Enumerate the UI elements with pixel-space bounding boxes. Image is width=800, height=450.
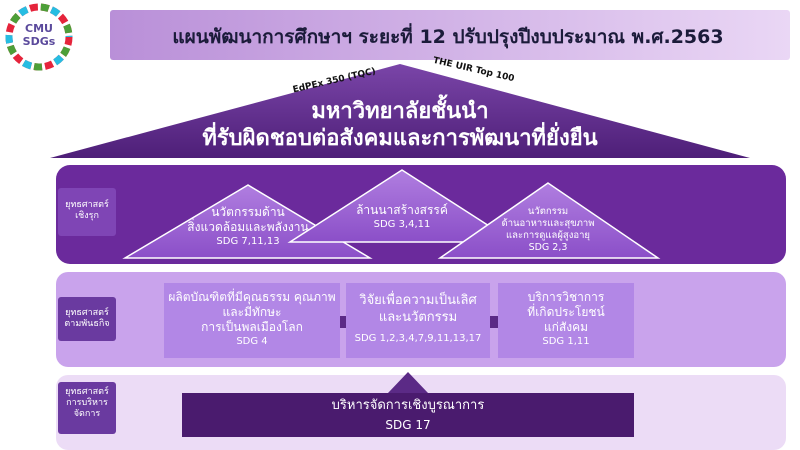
management-label: ยุทธศาสตร์ การบริหาร จัดการ: [61, 387, 113, 420]
mission-item-name: วิจัยเพื่อความเป็นเลิศ: [359, 293, 477, 308]
header-band: [110, 10, 790, 60]
proactive-item-name: และการดูแลผู้สูงอายุ: [506, 230, 590, 241]
mission-box-research: [346, 283, 490, 358]
triangle-lanna: [287, 169, 517, 243]
mission-box-graduates: [164, 283, 340, 358]
mission-label-line2: ตามพันธกิจ: [64, 319, 110, 329]
management-label-line2: การบริหาร: [66, 398, 108, 408]
mission-item-name: และนวัตกรรม: [378, 310, 458, 325]
logo-line1: CMU: [25, 22, 53, 35]
proactive-label-line1: ยุทธศาสตร์: [65, 200, 109, 210]
management-sdg: SDG 17: [385, 418, 431, 432]
mission-item-name: บริการวิชาการ: [527, 290, 605, 304]
proactive-item-name: ล้านนาสร้างสรรค์: [356, 203, 448, 217]
mission-item-sdg: SDG 4: [236, 336, 268, 347]
proactive-item-sdg: SDG 2,3: [528, 242, 568, 253]
mission-item-research: วิจัยเพื่อความเป็นเลิศ และนวัตกรรม SDG 1…: [346, 292, 490, 345]
proactive-item-name: นวัตกรรมด้าน: [211, 205, 285, 219]
mission-label-box: [58, 297, 116, 341]
mission-item-name: และมีทักษะ: [222, 305, 282, 319]
mission-box-academic-service: [498, 283, 634, 358]
proactive-label-line2: เชิงรุก: [75, 211, 99, 221]
roof-title-line1: มหาวิทยาลัยชั้นนำ: [311, 99, 489, 124]
proactive-item-name: ด้านอาหารและสุขภาพ: [501, 218, 595, 229]
cmu-sdgs-logo-ring: [5, 3, 73, 71]
proactive-label-box: [58, 188, 116, 236]
proactive-item-name: นวัตกรรม: [527, 206, 569, 217]
management-label-box: [58, 382, 116, 434]
roof: [50, 64, 750, 158]
header-title: แผนพัฒนาการศึกษาฯ ระยะที่ 12 ปรับปรุงปีง…: [172, 26, 724, 48]
logo-text: CMU SDGs: [8, 22, 70, 48]
proactive-item-name: สิ่งแวดล้อมและพลังงาน: [187, 220, 309, 234]
proactive-item-environment: นวัตกรรมด้าน สิ่งแวดล้อมและพลังงาน SDG 7…: [148, 205, 348, 248]
mission-item-sdg: SDG 1,11: [542, 336, 590, 347]
mission-item-name: การเป็นพลเมืองโลก: [201, 320, 303, 334]
logo-line2: SDGs: [22, 35, 56, 48]
mission-label-line1: ยุทธศาสตร์: [65, 308, 109, 318]
management-label-line3: จัดการ: [73, 409, 101, 419]
mission-item-academic-service: บริการวิชาการ ที่เกิดประโยชน์ แก่สังคม S…: [498, 290, 634, 348]
mission-item-name: แก่สังคม: [543, 320, 589, 334]
mission-item-graduates: ผลิตบัณฑิตที่มีคุณธรรม คุณภาพ และมีทักษะ…: [164, 290, 340, 348]
up-arrow: [388, 372, 428, 395]
mission-item-sdg: SDG 1,2,3,4,7,9,11,13,17: [354, 333, 482, 344]
roof-title: มหาวิทยาลัยชั้นนำ ที่รับผิดชอบต่อสังคมแล…: [120, 98, 680, 152]
management-name: บริหารจัดการเชิงบูรณาการ: [331, 398, 485, 413]
roof-title-line2: ที่รับผิดชอบต่อสังคมและการพัฒนาที่ยั่งยื…: [202, 126, 598, 151]
mission-label: ยุทธศาสตร์ ตามพันธกิจ: [61, 308, 113, 330]
proactive-item-food-health: นวัตกรรม ด้านอาหารและสุขภาพ และการดูแลผู…: [478, 206, 618, 254]
mission-item-name: ที่เกิดประโยชน์: [527, 305, 605, 319]
proactive-item-sdg: SDG 7,11,13: [216, 236, 280, 247]
mission-item-name: ผลิตบัณฑิตที่มีคุณธรรม คุณภาพ: [168, 290, 336, 304]
proactive-label: ยุทธศาสตร์ เชิงรุก: [61, 200, 113, 222]
proactive-item-sdg: SDG 3,4,11: [373, 219, 431, 230]
triangle-food-health: [437, 182, 661, 259]
proactive-item-lanna: ล้านนาสร้างสรรค์ SDG 3,4,11: [322, 203, 482, 231]
management-label-line1: ยุทธศาสตร์: [65, 387, 109, 397]
management-box: [182, 393, 634, 437]
